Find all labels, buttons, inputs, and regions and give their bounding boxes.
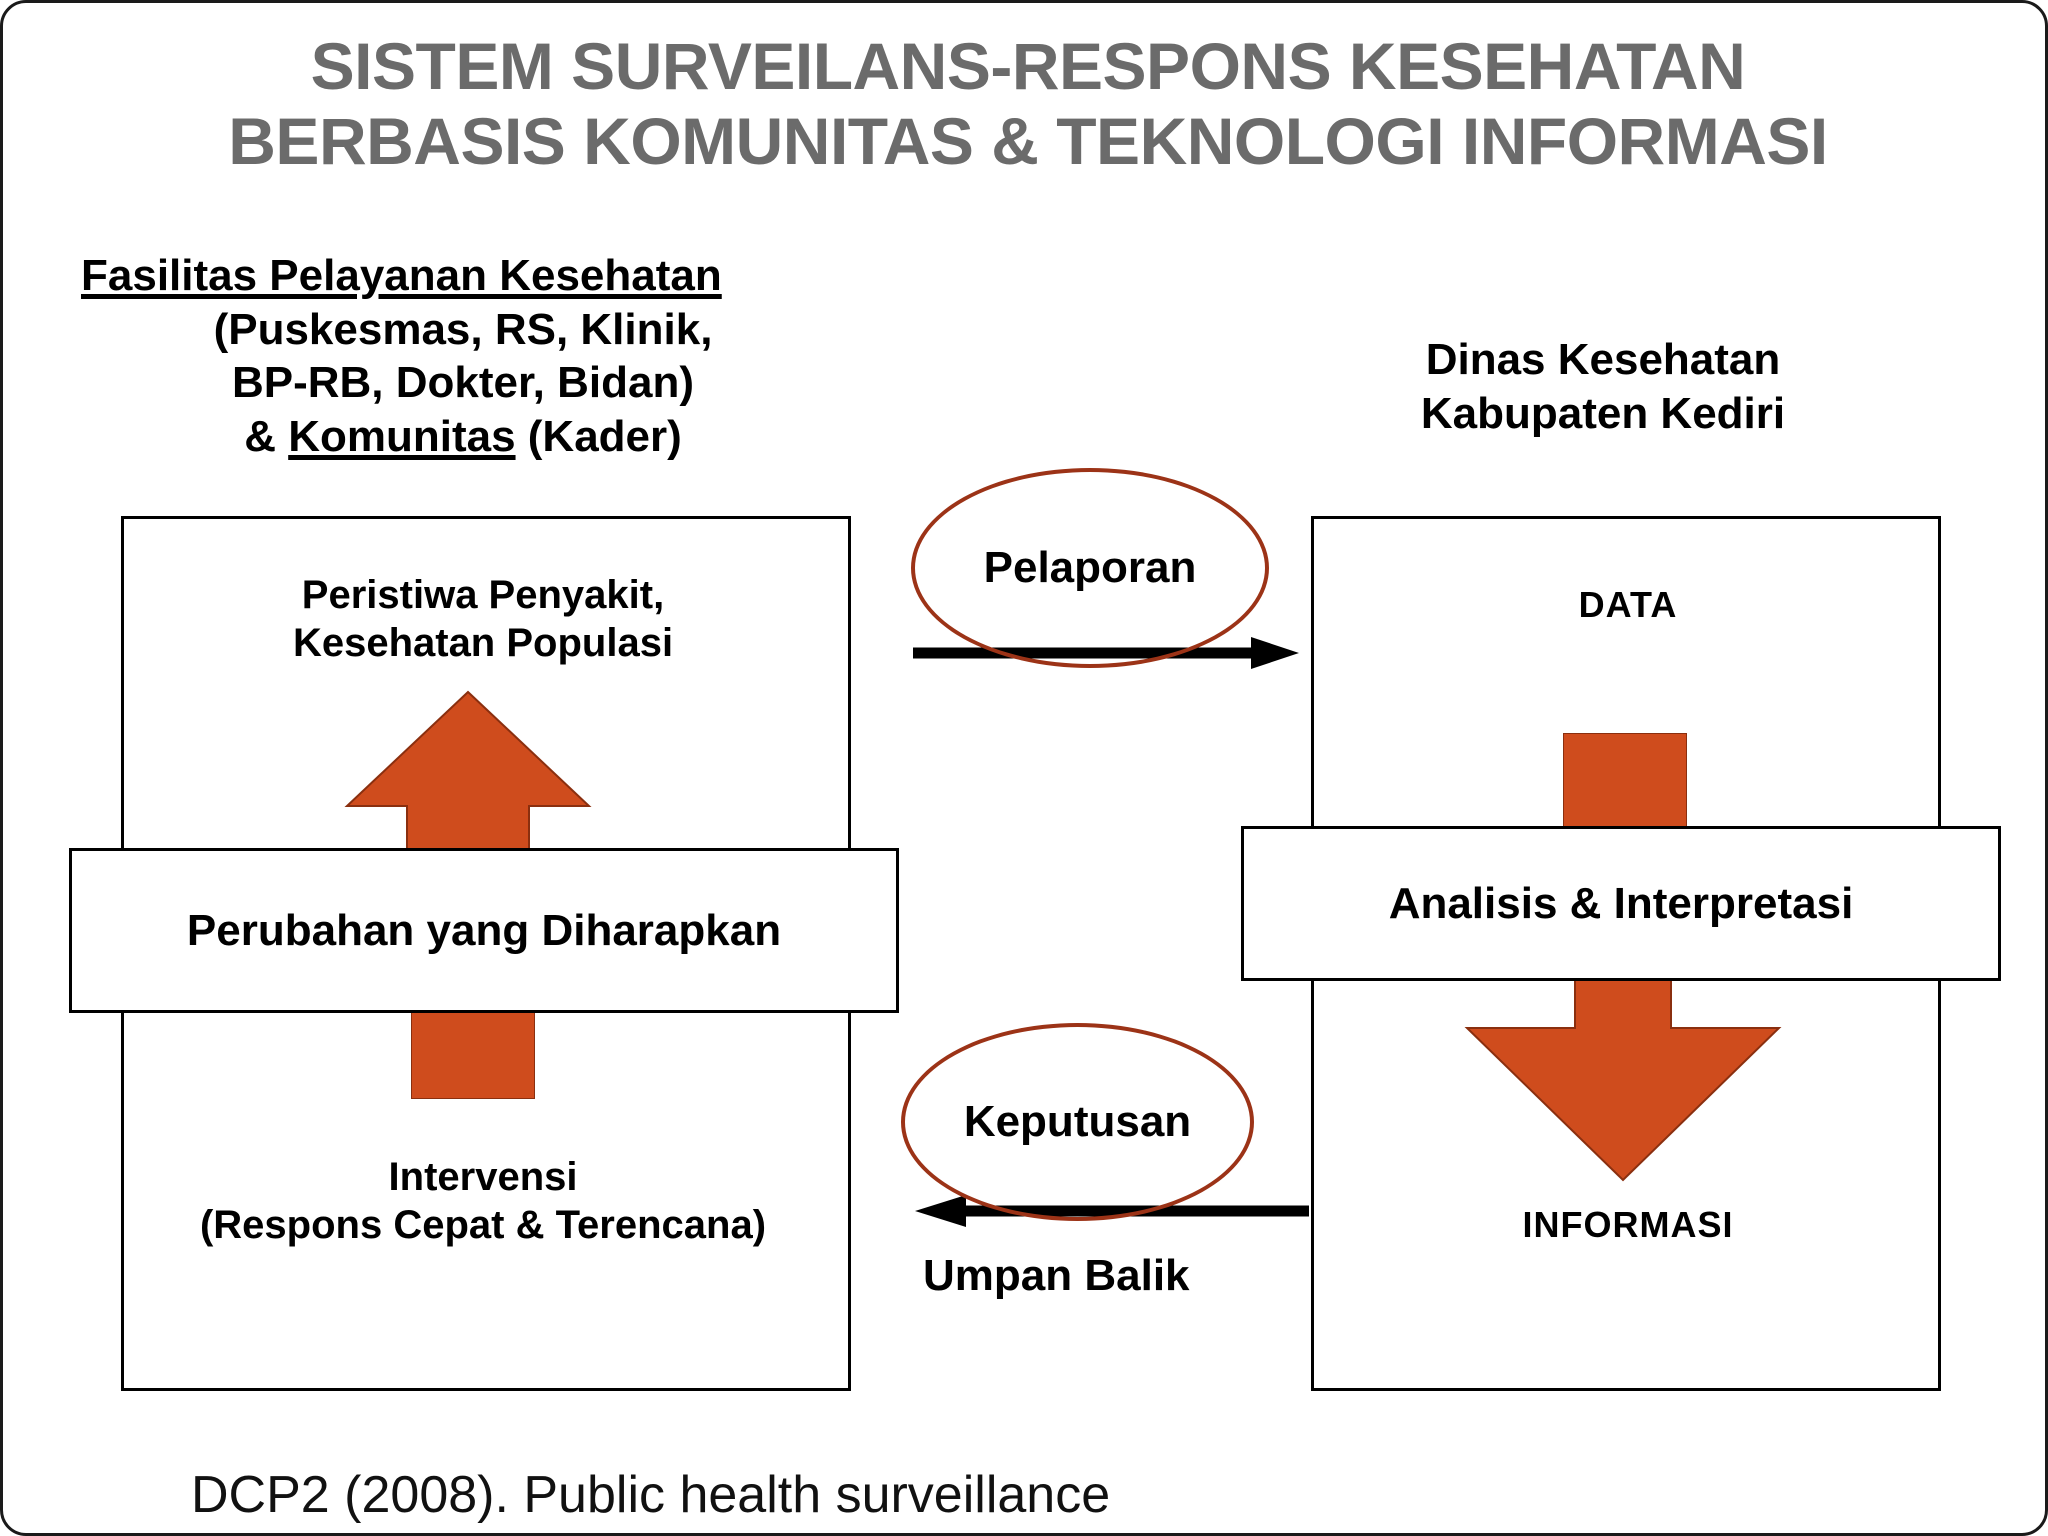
analisis-interpretasi-label: Analisis & Interpretasi xyxy=(1388,878,1854,928)
intervensi-text: Intervensi (Respons Cepat & Terencana) xyxy=(133,1153,833,1249)
intervensi-line-2: (Respons Cepat & Terencana) xyxy=(199,1203,767,1247)
peristiwa-line-1: Peristiwa Penyakit, xyxy=(301,573,665,617)
peristiwa-line-2: Kesehatan Populasi xyxy=(292,621,674,665)
pelaporan-ellipse: Pelaporan xyxy=(911,468,1269,668)
right-column-header: Dinas Kesehatan Kabupaten Kediri xyxy=(1303,333,1903,440)
left-header-line-3: BP-RB, Dokter, Bidan) xyxy=(231,358,695,408)
source-footnote: DCP2 (2008). Public health surveillance xyxy=(191,1466,1111,1524)
right-header-line-2: Kabupaten Kediri xyxy=(1420,388,1786,438)
left-column-header: Fasilitas Pelayanan Kesehatan (Puskesmas… xyxy=(63,249,863,464)
intervensi-line-1: Intervensi xyxy=(388,1155,578,1199)
right-header-line-1: Dinas Kesehatan xyxy=(1425,335,1781,384)
arrow-down-orange-icon xyxy=(1464,979,1782,1182)
page-title-line-2: BERBASIS KOMUNITAS & TEKNOLOGI INFORMASI xyxy=(228,103,1828,178)
left-header-line-4-prefix: & xyxy=(244,412,289,462)
analisis-interpretasi-box: Analisis & Interpretasi xyxy=(1241,826,2001,981)
data-label: DATA xyxy=(1578,584,1678,625)
page-title-line-1: SISTEM SURVEILANS-RESPONS KESEHATAN xyxy=(310,29,1746,103)
left-header-komunitas: Komunitas xyxy=(288,412,516,462)
informasi-label: INFORMASI xyxy=(1522,1204,1734,1245)
keputusan-ellipse: Keputusan xyxy=(901,1023,1254,1221)
arrow-stub-orange-right-icon xyxy=(1563,733,1687,829)
umpan-balik-label: Umpan Balik xyxy=(923,1251,1190,1300)
left-header-line-2: (Puskesmas, RS, Klinik, xyxy=(213,304,713,354)
left-header-line-1: Fasilitas Pelayanan Kesehatan xyxy=(81,251,722,300)
perubahan-diharapkan-box: Perubahan yang Diharapkan xyxy=(69,848,899,1013)
left-header-line-4-suffix: (Kader) xyxy=(515,412,682,462)
pelaporan-label: Pelaporan xyxy=(983,543,1197,592)
page-title: SISTEM SURVEILANS-RESPONS KESEHATAN BERB… xyxy=(123,29,1933,178)
perubahan-diharapkan-label: Perubahan yang Diharapkan xyxy=(186,905,782,955)
left-header-line-4: & Komunitas (Kader) xyxy=(63,410,863,464)
keputusan-label: Keputusan xyxy=(963,1097,1192,1146)
arrow-stub-orange-left-icon xyxy=(411,1008,535,1099)
peristiwa-penyakit-text: Peristiwa Penyakit, Kesehatan Populasi xyxy=(153,571,813,667)
